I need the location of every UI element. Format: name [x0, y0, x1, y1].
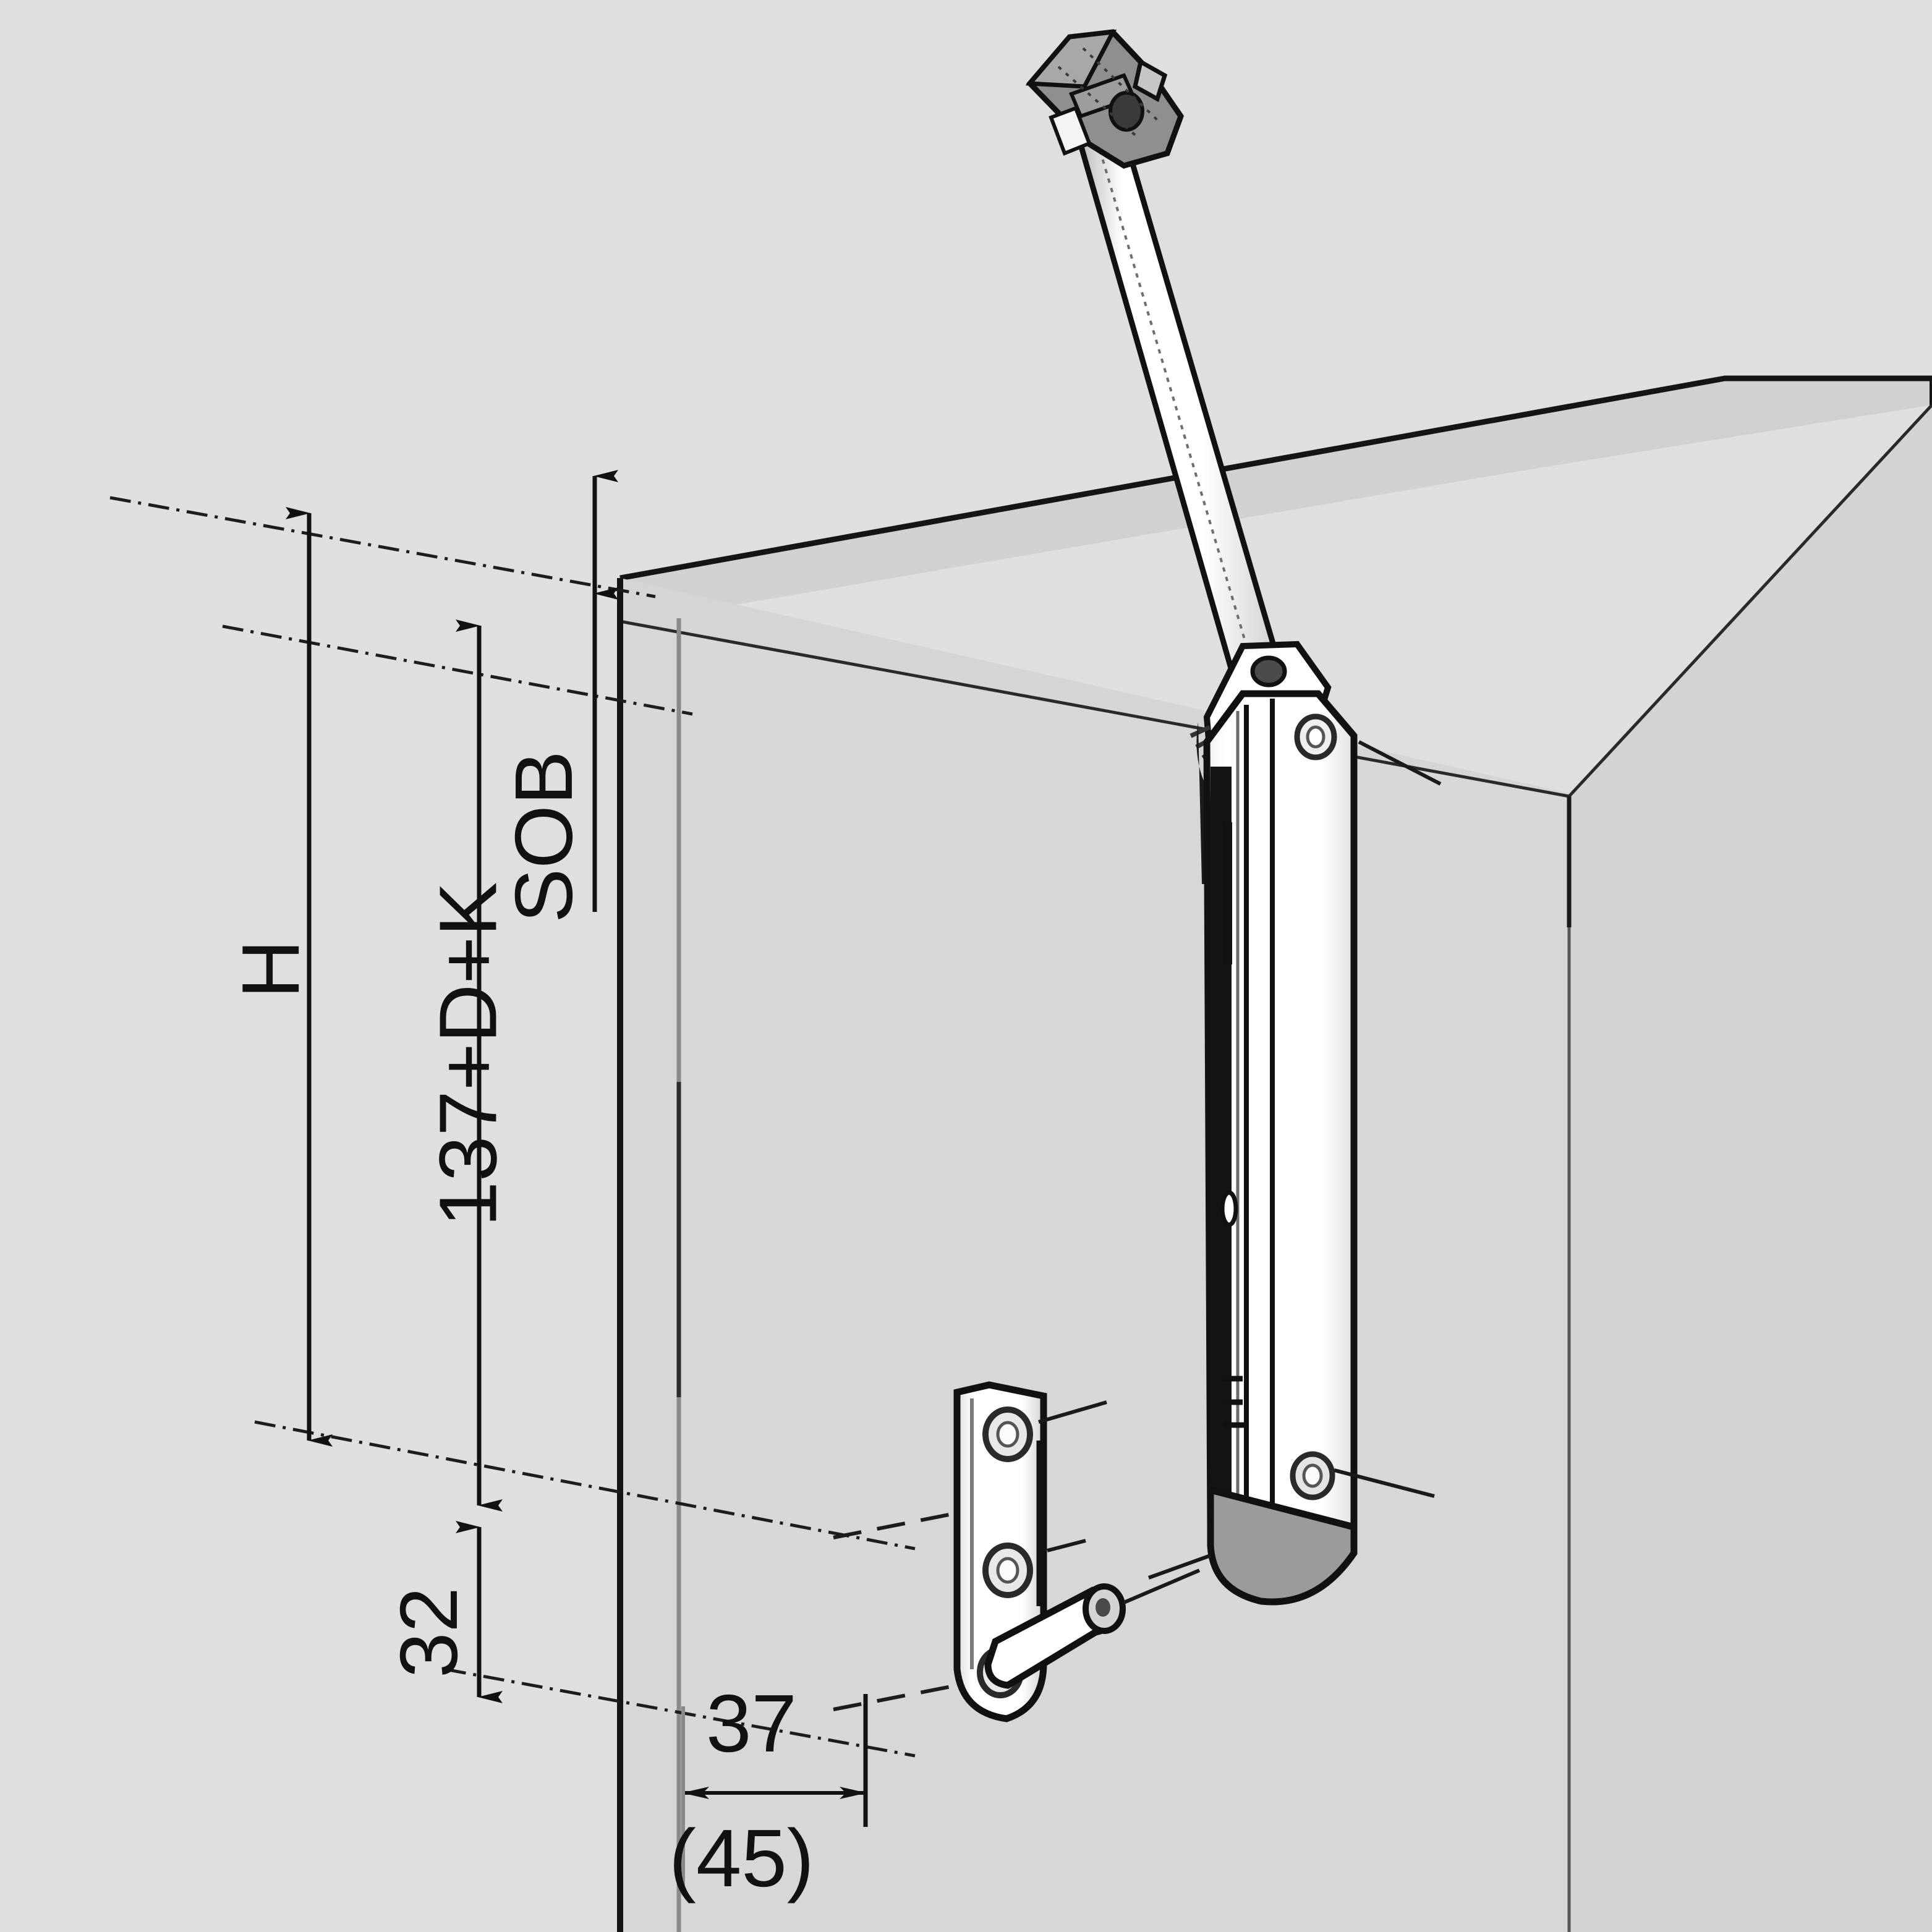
mounting-clip-window [1049, 106, 1092, 156]
mounting-clip-upper-facet [1025, 29, 1117, 89]
piston-rod-highlight [1093, 130, 1258, 679]
piston-rod [1075, 113, 1285, 691]
mounting-clip-hole [1109, 91, 1144, 132]
mounting-plate-screw-hole-2-inner [996, 1557, 1019, 1584]
mounting-plate-screw-hole-1-inner [996, 1421, 1019, 1448]
cylinder-mid-indicator [1220, 1190, 1238, 1227]
mounting-plate [953, 1381, 1126, 1722]
dimension-label-H: H [225, 939, 317, 999]
mounting-clip [1025, 29, 1185, 169]
cabinet-top-front-edge [620, 378, 1932, 624]
dimension-label-45: (45) [669, 1813, 814, 1904]
cylinder-lower-detail [1222, 1376, 1244, 1428]
mounting-clip-notch [1133, 58, 1168, 103]
cylinder-left-shadow-strip [1211, 767, 1244, 1575]
leader-pin [1123, 1568, 1201, 1604]
hardware-leader-lines [1038, 740, 1442, 1604]
cylinder-end-cap [1207, 1485, 1358, 1606]
ext-line-32-lower [445, 1667, 916, 1758]
cylinder-body [1203, 690, 1358, 1606]
ext-line-top-of-cabinet [109, 496, 656, 598]
piston-rod-body [1075, 113, 1285, 691]
leader-plate-mid [1047, 1539, 1086, 1552]
cylinder-screw-hole-lower-inner [1302, 1463, 1323, 1488]
leader-line-plate-bottom [833, 1677, 990, 1711]
cylinder-screw-hole-upper-inner [1306, 725, 1326, 749]
leader-cylinder-lower [1334, 1468, 1435, 1498]
dimension-label-sob: SOB [498, 751, 589, 923]
cabinet-top-outline [619, 375, 1932, 581]
dimension-label-137-d-k: 137+D+K [422, 882, 514, 1227]
leader-plate-upper [1038, 1400, 1107, 1424]
ext-line-32-upper [254, 1420, 916, 1551]
mounting-clip-dotted-edge [1057, 47, 1161, 138]
dimension-label-37: 37 [706, 1678, 797, 1769]
dimension-label-32: 32 [383, 1587, 474, 1678]
mounting-plate-pivot-pin-head-inner [1096, 1598, 1110, 1617]
dimension-lines [286, 470, 868, 1892]
cabinet-top-underside-line-right [1568, 404, 1932, 798]
leader-endcap [1147, 1554, 1212, 1580]
leader-cylinder-upper [1358, 740, 1442, 786]
leader-lines-to-plate [833, 1505, 990, 1711]
leader-line-plate-top [833, 1505, 987, 1539]
pivot-pin-hole [1250, 655, 1287, 687]
cabinet-back-panel [1569, 405, 1932, 1932]
